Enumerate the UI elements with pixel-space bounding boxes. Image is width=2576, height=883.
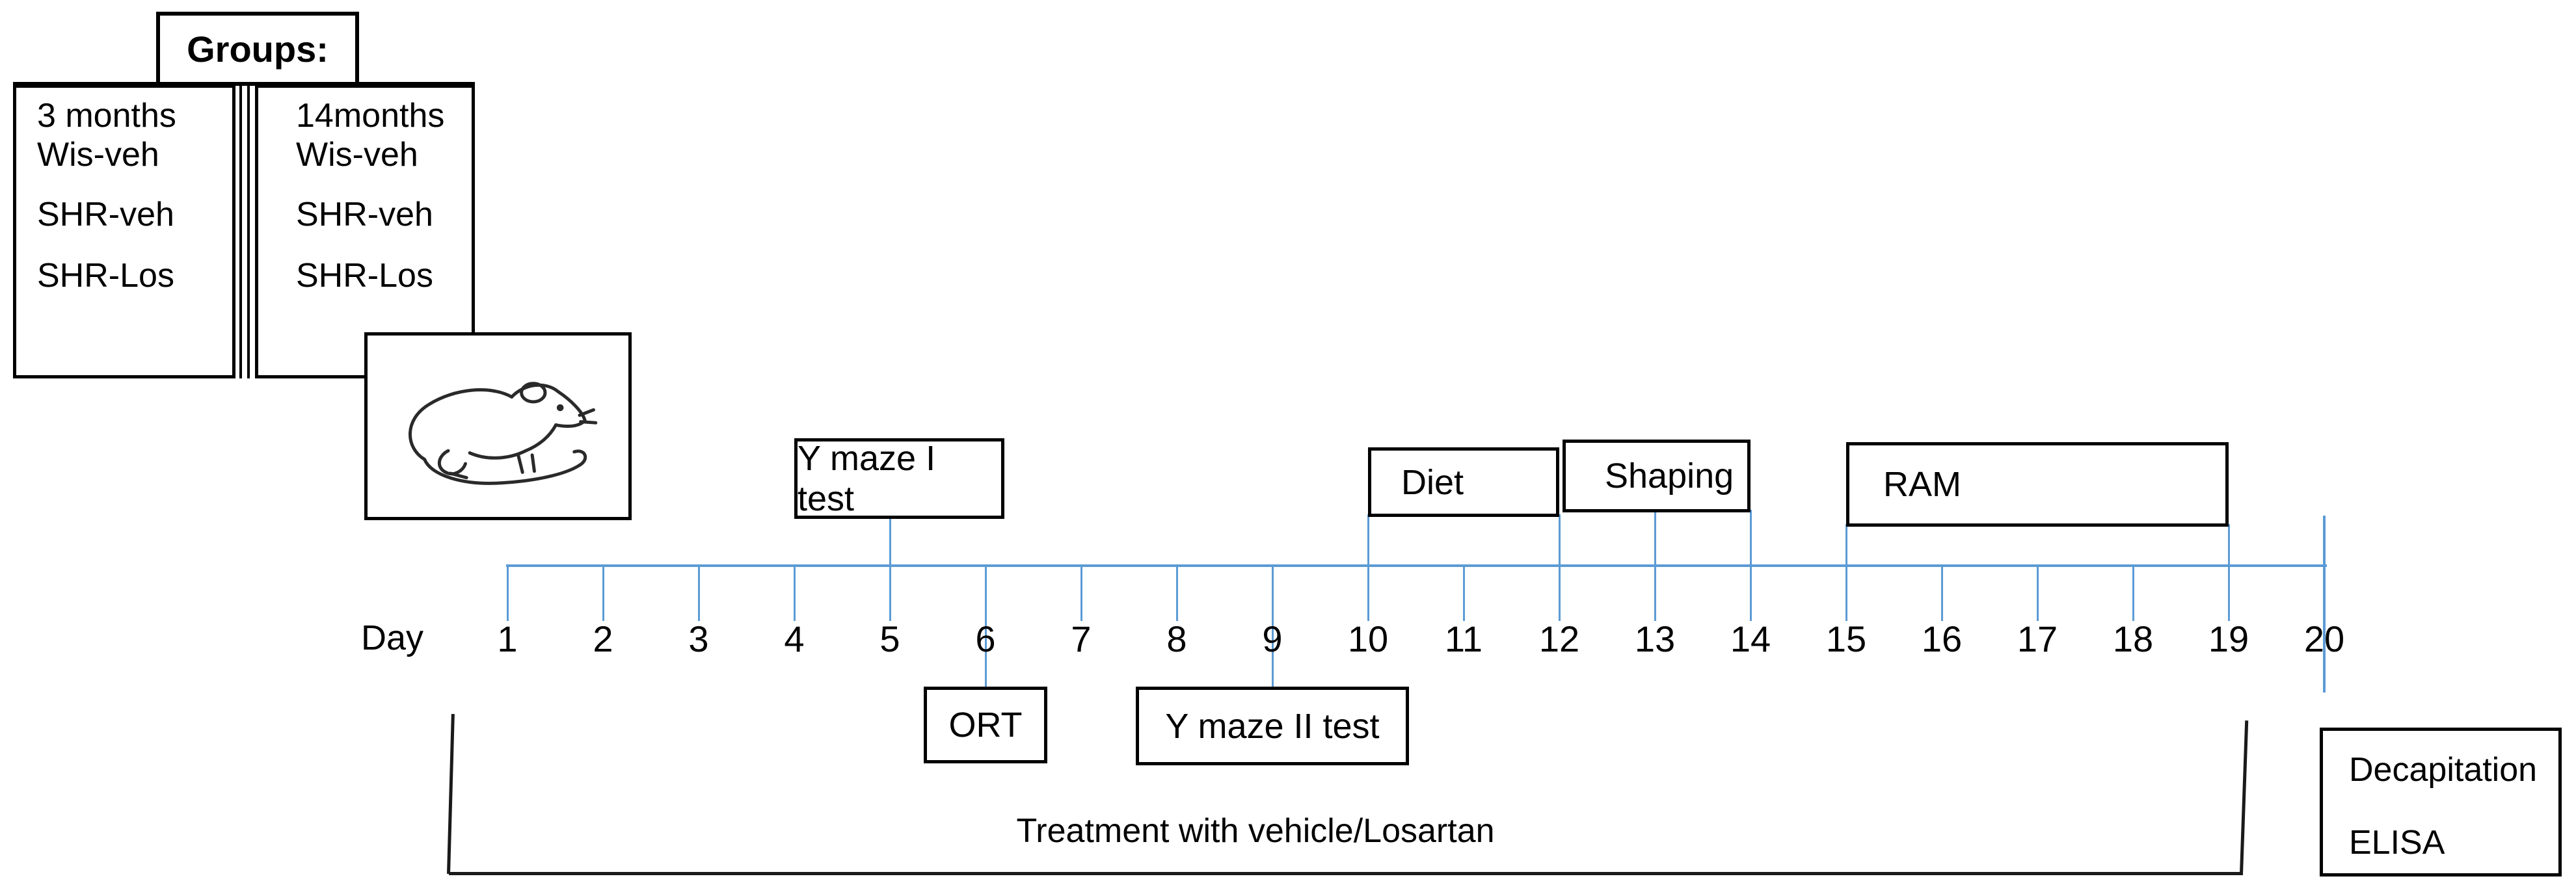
day-tick — [793, 564, 796, 621]
group-item: Wis-veh — [37, 136, 159, 174]
group-age-label: 3 months — [37, 97, 176, 135]
endpoint-line: Decapitation — [2349, 751, 2538, 789]
day-axis-label: Day — [361, 618, 424, 657]
day-tick-label: 8 — [1166, 618, 1187, 659]
treatment-bracket-label: Treatment with vehicle/Losartan — [1016, 812, 1495, 850]
day-tick — [1940, 564, 1943, 621]
day-tick-label: 6 — [975, 618, 996, 659]
event-connector-day-14 — [1749, 510, 1752, 621]
day-tick-label: 2 — [593, 618, 613, 659]
event-connector-day-19 — [2227, 524, 2230, 621]
day-tick — [2132, 564, 2134, 621]
group-separator-line — [239, 82, 242, 378]
day-tick-label: 1 — [497, 618, 518, 659]
treatment-bracket-left-end — [447, 714, 455, 875]
event-box-diet: Diet — [1368, 447, 1559, 517]
day-tick-label: 14 — [1730, 618, 1771, 659]
day-tick-label: 5 — [879, 618, 900, 659]
group-item: SHR-Los — [37, 257, 174, 295]
day-tick-label: 13 — [1634, 618, 1676, 659]
day-tick — [1175, 564, 1178, 621]
endpoint-box-decapitation-elisa: Decapitation ELISA — [2320, 728, 2562, 876]
event-box-ram: RAM — [1846, 442, 2229, 527]
group-box-14-months: 14months Wis-veh SHR-veh SHR-Los — [255, 82, 475, 378]
group-box-3-months: 3 months Wis-veh SHR-veh SHR-Los — [13, 82, 235, 378]
event-label: Diet — [1401, 462, 1464, 502]
day-tick-label: 9 — [1262, 618, 1283, 659]
rat-line-drawing-icon — [388, 349, 609, 505]
event-label: Shaping — [1605, 456, 1734, 495]
groups-title-box: Groups: — [156, 12, 359, 86]
event-connector-day-5 — [889, 516, 891, 621]
event-connector-day-6 — [984, 564, 987, 687]
day-tick — [1080, 564, 1082, 621]
event-label: RAM — [1883, 465, 1961, 504]
group-column-14-months: 14months Wis-veh SHR-veh SHR-Los — [258, 97, 472, 295]
treatment-bracket-line — [449, 872, 2243, 875]
event-box-y-maze-2: Y maze II test — [1136, 687, 1409, 765]
event-connector-day-9 — [1271, 564, 1274, 687]
day-tick-label: 18 — [2112, 618, 2154, 659]
day-tick-label: 7 — [1071, 618, 1092, 659]
day-tick-label: 15 — [1825, 618, 1867, 659]
event-connector-day-10 — [1367, 514, 1369, 621]
group-separator-line — [247, 82, 250, 378]
event-label: ORT — [948, 705, 1023, 745]
day-tick — [697, 564, 700, 621]
event-label: Y maze I test — [798, 439, 936, 518]
day-tick — [506, 564, 509, 621]
day-tick-label: 3 — [688, 618, 709, 659]
groups-title: Groups: — [187, 28, 329, 70]
event-box-y-maze-1: Y maze I test — [794, 438, 1005, 519]
day-tick-label: 10 — [1347, 618, 1389, 659]
timeline-axis — [506, 564, 2327, 567]
day-tick-label: 19 — [2208, 618, 2249, 659]
day-tick-label: 17 — [2017, 618, 2058, 659]
event-connector-day-12 — [1558, 514, 1561, 621]
group-item: Wis-veh — [296, 136, 418, 174]
group-item: SHR-Los — [296, 257, 433, 295]
day-tick — [2036, 564, 2039, 621]
day-tick-label: 12 — [1538, 618, 1580, 659]
endpoint-day-line — [2323, 516, 2326, 692]
day-tick-label: 20 — [2303, 618, 2345, 659]
group-age-label: 14months — [296, 97, 445, 135]
group-item: SHR-veh — [296, 196, 433, 233]
event-box-ort: ORT — [924, 687, 1047, 763]
day-tick-label: 4 — [784, 618, 805, 659]
day-tick — [1462, 564, 1465, 621]
group-item: SHR-veh — [37, 196, 174, 233]
day-tick-label: 16 — [1921, 618, 1963, 659]
event-connector-day-13 — [1654, 510, 1656, 621]
event-label: Y maze II test — [1165, 706, 1380, 746]
treatment-bracket-right-end — [2240, 720, 2249, 875]
rat-image-box — [364, 332, 632, 520]
event-connector-day-15 — [1845, 524, 1847, 621]
day-tick-label: 11 — [1444, 618, 1483, 659]
group-column-3-months: 3 months Wis-veh SHR-veh SHR-Los — [16, 97, 232, 295]
day-tick — [602, 564, 604, 621]
event-box-shaping: Shaping — [1563, 440, 1751, 512]
endpoint-line: ELISA — [2349, 824, 2445, 862]
